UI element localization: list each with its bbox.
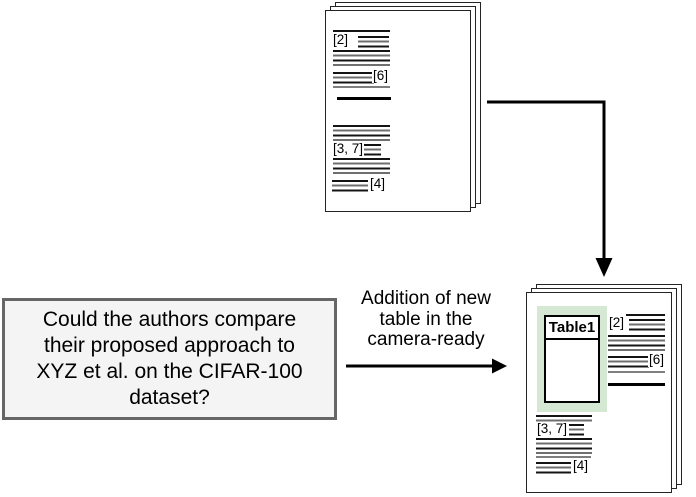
text-lines <box>608 334 665 352</box>
page-front: [2] [6] [3, 7] [4] <box>325 10 471 212</box>
citation-ref-4: [4] <box>369 176 387 191</box>
text-lines <box>364 144 381 156</box>
citation-ref-2: [2] <box>332 32 350 47</box>
citation-ref-2: [2] <box>608 315 626 330</box>
text-line <box>536 455 591 458</box>
question-arrow <box>346 358 507 374</box>
text-line <box>608 371 665 373</box>
text-lines <box>333 158 390 175</box>
text-lines <box>629 319 665 331</box>
text-lines <box>333 125 390 142</box>
added-table-header: Table1 <box>546 317 598 340</box>
text-line <box>333 30 390 32</box>
arrow-label: Addition of new table in the camera-read… <box>344 288 508 351</box>
text-lines <box>358 36 389 48</box>
text-lines <box>333 71 374 84</box>
question-line: XYZ et al. on the CIFAR-100 <box>36 360 303 383</box>
text-lines <box>536 437 592 455</box>
reviewer-question-box: Could the authors compare their proposed… <box>2 298 337 420</box>
text-lines <box>536 461 571 474</box>
text-line <box>333 85 390 88</box>
added-table: Table1 <box>544 315 600 403</box>
section-divider <box>337 97 391 100</box>
cited-paper-stack: [2] [6] [3, 7] [4] <box>325 2 483 214</box>
text-lines <box>333 50 390 67</box>
text-lines <box>569 424 584 436</box>
question-line: Could the authors compare <box>42 308 297 331</box>
citation-ref-3-7: [3, 7] <box>536 421 569 436</box>
arrowhead-right-icon <box>492 358 507 374</box>
elbow-arrow <box>487 100 613 277</box>
arrow-label-line: table in the <box>379 308 473 330</box>
question-line: dataset? <box>129 386 210 409</box>
text-lines <box>536 415 592 422</box>
page-front: Table1 [2] [6] [3, 7] [4] <box>526 292 672 493</box>
arrow-label-line: camera-ready <box>367 329 485 350</box>
text-lines <box>608 355 649 368</box>
arrow-label-line: Addition of new <box>361 288 491 309</box>
citation-ref-4: [4] <box>572 458 590 473</box>
citation-ref-6: [6] <box>372 68 390 83</box>
text-line <box>626 313 665 316</box>
citation-ref-6: [6] <box>648 352 666 367</box>
text-lines <box>332 179 368 192</box>
citation-ref-3-7: [3, 7] <box>332 141 365 156</box>
question-line: their proposed approach to <box>43 334 295 357</box>
camera-ready-paper-stack: Table1 [2] [6] [3, 7] [4] <box>526 284 686 496</box>
section-divider <box>608 382 665 386</box>
arrowhead-down-icon <box>595 258 613 277</box>
